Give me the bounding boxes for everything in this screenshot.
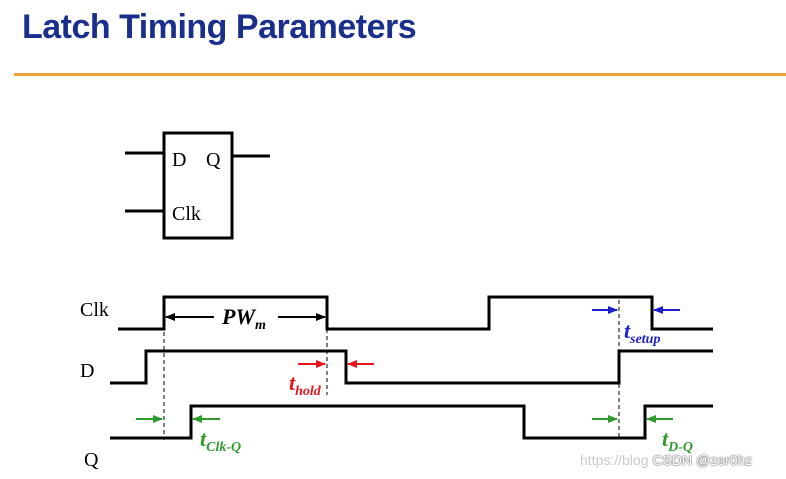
pulse-width-annotation: PWm — [165, 304, 326, 333]
clk-q-label: tClk-Q — [200, 426, 241, 455]
signal-label-clk: Clk — [80, 299, 109, 321]
signal-label-q: Q — [84, 449, 99, 471]
hold-label: thold — [289, 370, 322, 399]
page-title: Latch Timing Parameters — [22, 8, 417, 46]
setup-label: tsetup — [624, 318, 660, 347]
watermark-url: https://blog — [580, 452, 649, 468]
hold-label-main: t — [289, 370, 296, 395]
signal-label-d: D — [80, 360, 94, 382]
d-q-label: tD-Q — [662, 426, 693, 455]
latch-box — [162, 131, 234, 240]
pw-label-sub: m — [255, 318, 266, 333]
hold-label-sub: hold — [295, 384, 322, 399]
clk-q-delay-annotation: tClk-Q — [136, 415, 241, 455]
latch-pin-clk: Clk — [172, 203, 201, 225]
latch-pin-q: Q — [206, 149, 221, 171]
setup-time-annotation: tsetup — [592, 306, 680, 347]
latch-pin-d: D — [172, 149, 186, 171]
setup-label-sub: setup — [629, 332, 660, 347]
d-q-label-sub: D-Q — [667, 440, 693, 455]
watermark-csdn: CSDN @zer0hz — [652, 452, 753, 468]
clk-q-label-main: t — [200, 426, 207, 451]
pw-label-main: PW — [221, 304, 256, 329]
d-q-delay-annotation: tD-Q — [592, 415, 693, 455]
setup-label-main: t — [624, 318, 631, 343]
latch-symbol: D Q Clk — [125, 131, 270, 240]
title-underline — [14, 73, 786, 76]
pw-label: PWm — [221, 304, 266, 333]
d-q-label-main: t — [662, 426, 669, 451]
d-waveform — [110, 349, 713, 385]
clk-q-label-sub: Clk-Q — [206, 440, 241, 455]
hold-time-annotation: thold — [289, 360, 374, 399]
q-waveform — [110, 404, 713, 440]
